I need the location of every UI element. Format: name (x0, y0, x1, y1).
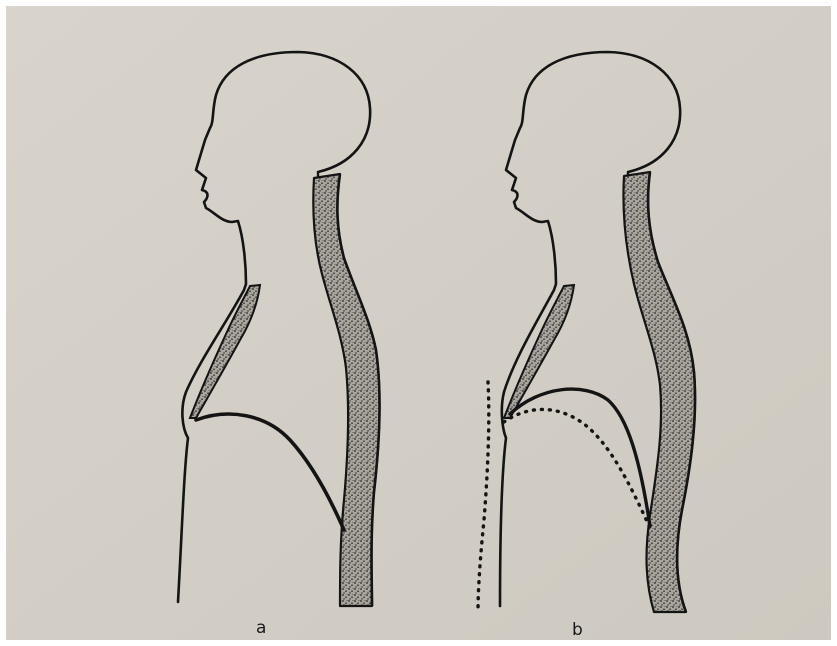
figure-label-b: b (572, 622, 583, 639)
figure-label-a: a (256, 620, 266, 637)
paper-surface (6, 6, 831, 640)
